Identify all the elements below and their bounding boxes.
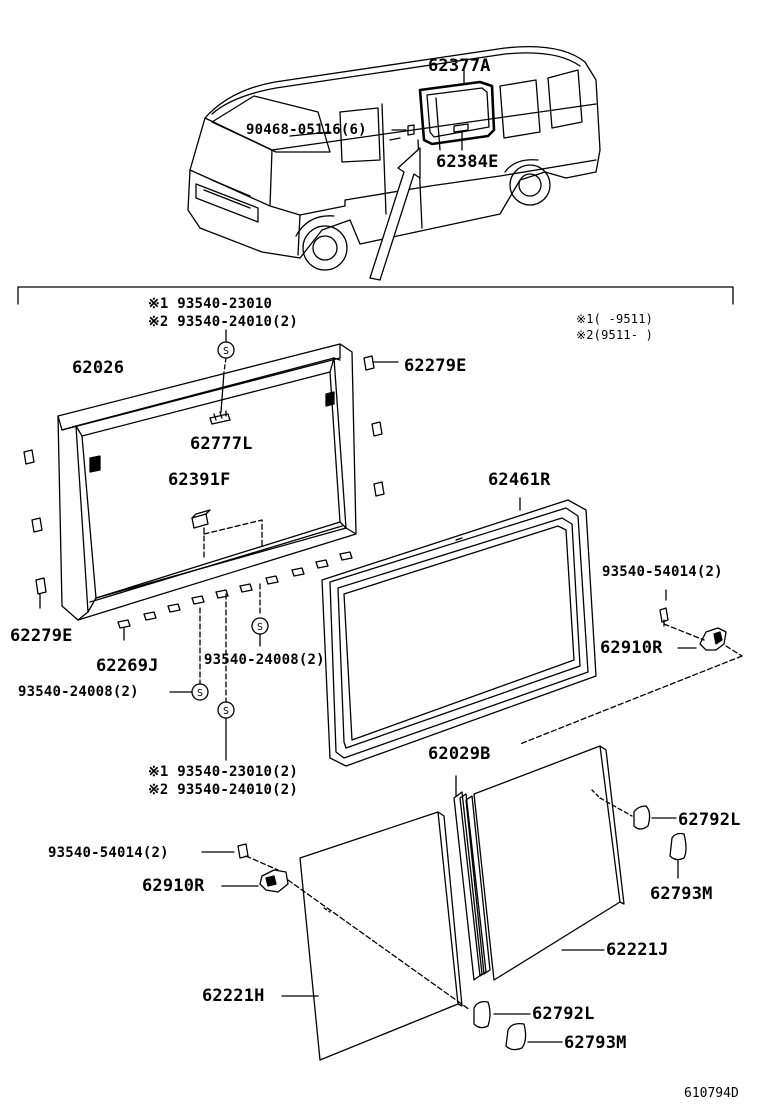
part-label-93540-24008-left: 93540-24008(2) [18, 684, 139, 700]
panel-62221J [473, 745, 625, 981]
part-label-62384E: 62384E [436, 152, 499, 172]
part-label-62279E-left: 62279E [10, 626, 73, 646]
part-label-62461R: 62461R [488, 470, 551, 490]
part-label-62792L-right: 62792L [678, 810, 741, 830]
window-glass-62461R [321, 497, 597, 767]
part-label-93540-23010-bot: ※1 93540-23010(2) [148, 764, 298, 780]
part-label-93540-54014-left: 93540-54014(2) [48, 845, 169, 861]
part-label-62026: 62026 [72, 358, 125, 378]
svg-text:S: S [223, 706, 229, 717]
clip-group-62279E [23, 355, 399, 609]
part-label-93540-24008-mid: 93540-24008(2) [204, 652, 325, 668]
part-label-62029B: 62029B [428, 744, 491, 764]
part-label-62221J: 62221J [606, 940, 669, 960]
window-frame-62026 [57, 343, 357, 621]
part-label-62910R-right: 62910R [600, 638, 663, 658]
part-label-62910R-left: 62910R [142, 876, 205, 896]
part-label-62777L: 62777L [190, 434, 253, 454]
diagram-reference-code: 610794D [684, 1086, 739, 1101]
part-label-62793M-right: 62793M [650, 884, 713, 904]
svg-text:S: S [223, 346, 229, 357]
channel-62029B [453, 775, 491, 981]
note-2: ※2(9511- ) [576, 328, 654, 342]
part-label-93540-23010-top: ※1 93540-23010 [148, 296, 273, 312]
part-label-62221H: 62221H [202, 986, 265, 1006]
panel-62221H [281, 811, 463, 1061]
part-label-93540-24010-top: ※2 93540-24010(2) [148, 314, 298, 330]
part-label-93540-54014-right: 93540-54014(2) [602, 564, 723, 580]
part-label-62793M-bottom: 62793M [564, 1033, 627, 1053]
part-label-62391F: 62391F [168, 470, 231, 490]
part-label-62279E-top: 62279E [404, 356, 467, 376]
group-bracket [17, 286, 734, 305]
pad-group-62269J [117, 551, 353, 629]
svg-text:S: S [197, 688, 203, 699]
part-label-93540-24010-bot: ※2 93540-24010(2) [148, 782, 298, 798]
part-label-90468-05116: 90468-05116(6) [246, 122, 367, 138]
part-label-62792L-bottom: 62792L [532, 1004, 595, 1024]
svg-text:S: S [257, 622, 263, 633]
note-1: ※1( -9511) [576, 312, 654, 326]
part-label-62269J: 62269J [96, 656, 159, 676]
part-label-62377A: 62377A [428, 56, 491, 76]
van-illustration [187, 45, 601, 281]
